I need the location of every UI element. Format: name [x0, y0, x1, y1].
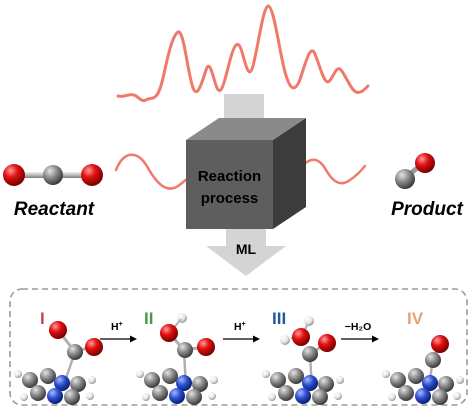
- oxygen-atom: [85, 338, 103, 356]
- hydrogen-atom: [86, 392, 94, 400]
- carbon-atom: [186, 389, 202, 405]
- carbon-atom: [390, 372, 406, 388]
- hydrogen-atom: [20, 393, 28, 401]
- hydrogen-atom: [336, 376, 344, 384]
- step-numeral-3: III: [272, 309, 286, 328]
- carbon-atom: [270, 372, 286, 388]
- structure-ii: [136, 313, 218, 405]
- hydrogen-atom: [136, 370, 144, 378]
- cube-side: [273, 118, 306, 229]
- hydrogen-atom: [453, 392, 461, 400]
- hydrogen-atom: [388, 393, 396, 401]
- carbon-atom: [177, 342, 193, 358]
- oxygen-atom: [3, 164, 25, 186]
- cube-label-line2: process: [201, 190, 259, 207]
- oxygen-atom: [415, 153, 435, 173]
- carbon-atom: [395, 169, 415, 189]
- carbon-atom: [192, 376, 208, 392]
- hydrogen-atom: [210, 376, 218, 384]
- carbon-atom: [278, 385, 294, 401]
- carbon-atom: [312, 389, 328, 405]
- nitrogen-atom: [47, 388, 63, 404]
- structure-iii: [262, 316, 344, 405]
- carbon-atom: [43, 165, 63, 185]
- carbon-atom: [70, 376, 86, 392]
- hydrogen-atom: [208, 392, 216, 400]
- right-wave: [300, 158, 367, 185]
- carbon-atom: [144, 372, 160, 388]
- carbon-atom: [432, 389, 448, 405]
- carbon-atom: [438, 376, 454, 392]
- step-arrow-2: H+: [223, 321, 260, 343]
- hydrogen-atom: [142, 393, 150, 401]
- nitrogen-atom: [295, 388, 311, 404]
- carbon-atom: [425, 352, 441, 368]
- arrow-label-2: H+: [234, 321, 246, 333]
- cube-top: [186, 118, 306, 140]
- hydrogen-atom: [14, 370, 22, 378]
- hydrogen-atom: [334, 392, 342, 400]
- reaction-cube: Reaction process: [186, 118, 306, 229]
- carbon-atom: [318, 376, 334, 392]
- hydrogen-atom: [382, 370, 390, 378]
- carbon-atom: [22, 372, 38, 388]
- hydrogen-atom: [262, 370, 270, 378]
- spectrum-wave: [116, 4, 370, 103]
- hydrogen-atom: [280, 335, 290, 345]
- step-numeral-2: II: [144, 309, 153, 328]
- structure-i: [14, 321, 103, 405]
- nitrogen-atom: [415, 388, 431, 404]
- oxygen-atom: [318, 334, 336, 352]
- nitrogen-atom: [176, 375, 192, 391]
- nitrogen-atom: [54, 375, 70, 391]
- hydrogen-atom: [268, 393, 276, 401]
- oxygen-atom: [431, 335, 449, 353]
- hydrogen-atom: [88, 376, 96, 384]
- oxygen-atom: [160, 324, 178, 342]
- carbon-atom: [152, 385, 168, 401]
- carbon-atom: [30, 385, 46, 401]
- oxygen-atom: [49, 321, 67, 339]
- arrow-label-1: H+: [111, 321, 123, 333]
- product-label: Product: [391, 199, 463, 220]
- product-molecule: [395, 153, 435, 189]
- oxygen-atom: [197, 338, 215, 356]
- arrow-label-3: −H₂O: [345, 321, 372, 333]
- hydrogen-atom: [304, 316, 314, 326]
- carbon-atom: [67, 344, 83, 360]
- oxygen-atom: [292, 328, 310, 346]
- carbon-atom: [398, 385, 414, 401]
- mechanism-panel: [9, 288, 468, 406]
- step-numeral-1: I: [40, 309, 45, 328]
- reactant-molecule: [3, 164, 103, 186]
- carbon-atom: [408, 368, 424, 384]
- oxygen-atom: [81, 164, 103, 186]
- carbon-atom: [288, 368, 304, 384]
- nitrogen-atom: [302, 375, 318, 391]
- carbon-atom: [162, 368, 178, 384]
- left-wave: [114, 153, 194, 190]
- hydrogen-atom: [456, 376, 464, 384]
- cube-label-line1: Reaction: [198, 168, 261, 185]
- structure-iv: [382, 335, 464, 405]
- carbon-atom: [64, 389, 80, 405]
- reactant-label: Reactant: [14, 199, 95, 220]
- carbon-atom: [302, 346, 318, 362]
- ml-arrow: [206, 229, 286, 276]
- step-arrow-1: H+: [100, 321, 137, 343]
- nitrogen-atom: [422, 375, 438, 391]
- step-numeral-4: IV: [407, 309, 424, 328]
- nitrogen-atom: [169, 388, 185, 404]
- cube-front: [186, 140, 273, 229]
- step-arrow-3: −H₂O: [341, 321, 379, 343]
- ml-label: ML: [236, 241, 257, 257]
- carbon-atom: [40, 368, 56, 384]
